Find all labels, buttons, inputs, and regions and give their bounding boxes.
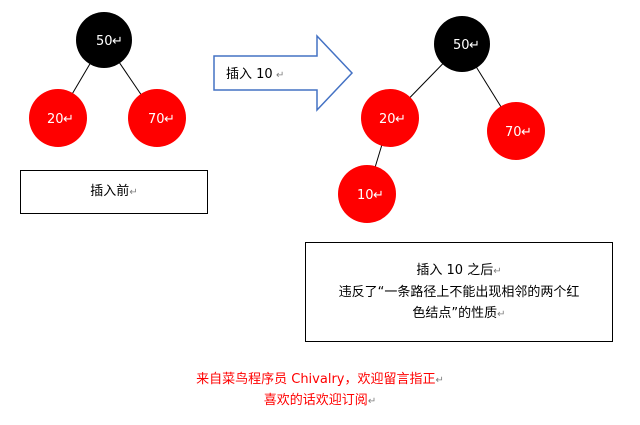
svg-text:50: 50 (453, 38, 470, 53)
node-50-after: 50 ↵ (434, 16, 490, 72)
svg-text:↵: ↵ (164, 112, 175, 127)
svg-text:50: 50 (96, 34, 113, 49)
node-20-after: 20 ↵ (361, 89, 419, 147)
svg-text:10: 10 (357, 188, 374, 203)
svg-text:70: 70 (505, 125, 522, 140)
arrow-label: 插入 10 (226, 67, 273, 82)
svg-text:↵: ↵ (469, 38, 480, 53)
node-10-after: 10 ↵ (338, 165, 396, 223)
svg-text:↵: ↵ (373, 188, 384, 203)
credit-line-1: 来自菜鸟程序员 Chivalry，欢迎留言指正↵ (196, 372, 444, 387)
node-20-before: 20 ↵ (29, 89, 87, 147)
svg-text:↵: ↵ (63, 112, 74, 127)
svg-text:20: 20 (47, 112, 64, 127)
svg-text:70: 70 (148, 112, 165, 127)
node-50-before: 50 ↵ (76, 12, 132, 68)
node-70-before: 70 ↵ (128, 89, 186, 147)
before-label: 插入前 (90, 184, 130, 199)
svg-text:↵: ↵ (395, 112, 406, 127)
svg-text:↵: ↵ (521, 125, 532, 140)
svg-text:↵: ↵ (112, 34, 123, 49)
after-line-1: 插入 10 之后 (416, 262, 494, 278)
after-line-3: 色结点”的性质 (412, 305, 498, 321)
svg-text:↵: ↵ (276, 70, 284, 81)
right-arrow: 插入 10 ↵ (213, 34, 354, 112)
after-line-2: 违反了“一条路径上不能出现相邻的两个红 (338, 284, 580, 300)
credit-line-2: 喜欢的话欢迎订阅↵ (263, 393, 377, 408)
before-label-box: 插入前↵ (20, 170, 208, 214)
svg-text:20: 20 (379, 112, 396, 127)
node-70-after: 70 ↵ (487, 102, 545, 160)
after-explanation-box: 插入 10 之后↵ 违反了“一条路径上不能出现相邻的两个红 色结点”的性质↵ (305, 242, 613, 342)
